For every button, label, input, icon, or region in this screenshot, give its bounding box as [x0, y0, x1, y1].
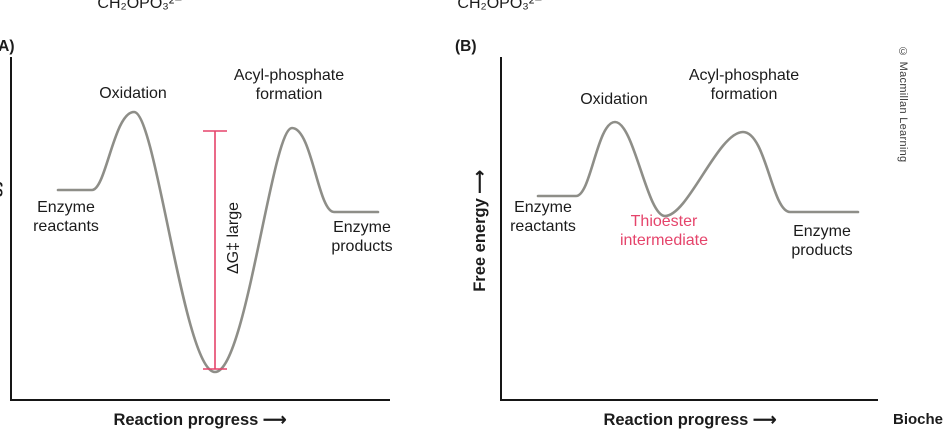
panel-a-x-axis — [10, 399, 390, 401]
panel-a-peak1-label: Oxidation — [99, 85, 167, 102]
panel-b-peak2-label: Acyl-phosphate formation — [688, 67, 800, 103]
publisher-credit: © Macmillan Learning — [897, 46, 909, 163]
panel-a-top-formula: CH₂OPO₃²⁻ — [97, 0, 183, 12]
panel-a-y-axis — [10, 57, 12, 401]
panel-a-energy-curve — [56, 110, 380, 374]
panel-a-label: (A) — [0, 38, 15, 55]
panel-a-reactants-label: Enzyme reactants — [33, 199, 99, 235]
panel-b-y-axis-label: Free energy ⟶ — [471, 170, 489, 292]
panel-b-x-axis — [500, 399, 878, 401]
delta-g-annotation: ΔG‡ large — [225, 201, 242, 275]
panel-a-y-axis-label: Free energy ⟶ — [0, 150, 3, 272]
thioester-intermediate-label: Thioester intermediate — [619, 213, 709, 249]
panel-b-x-axis-label: Reaction progress ⟶ — [603, 411, 777, 429]
panel-b-top-formula: CH₂OPO₃²⁻ — [457, 0, 543, 12]
panel-b-peak1-label: Oxidation — [580, 91, 648, 108]
panel-a-peak2-label: Acyl-phosphate formation — [233, 67, 345, 103]
panel-b-energy-curve — [536, 120, 860, 218]
delta-g-measure-line — [203, 130, 227, 370]
panel-b-y-axis — [500, 57, 502, 401]
panel-b-label: (B) — [455, 38, 477, 55]
panel-b-products-label: Enzyme products — [791, 223, 853, 259]
panel-a-products-label: Enzyme products — [331, 219, 393, 255]
footer-book-title: Bioche — [893, 411, 944, 428]
panel-b-reactants-label: Enzyme reactants — [510, 199, 576, 235]
panel-a-x-axis-label: Reaction progress ⟶ — [113, 411, 287, 429]
